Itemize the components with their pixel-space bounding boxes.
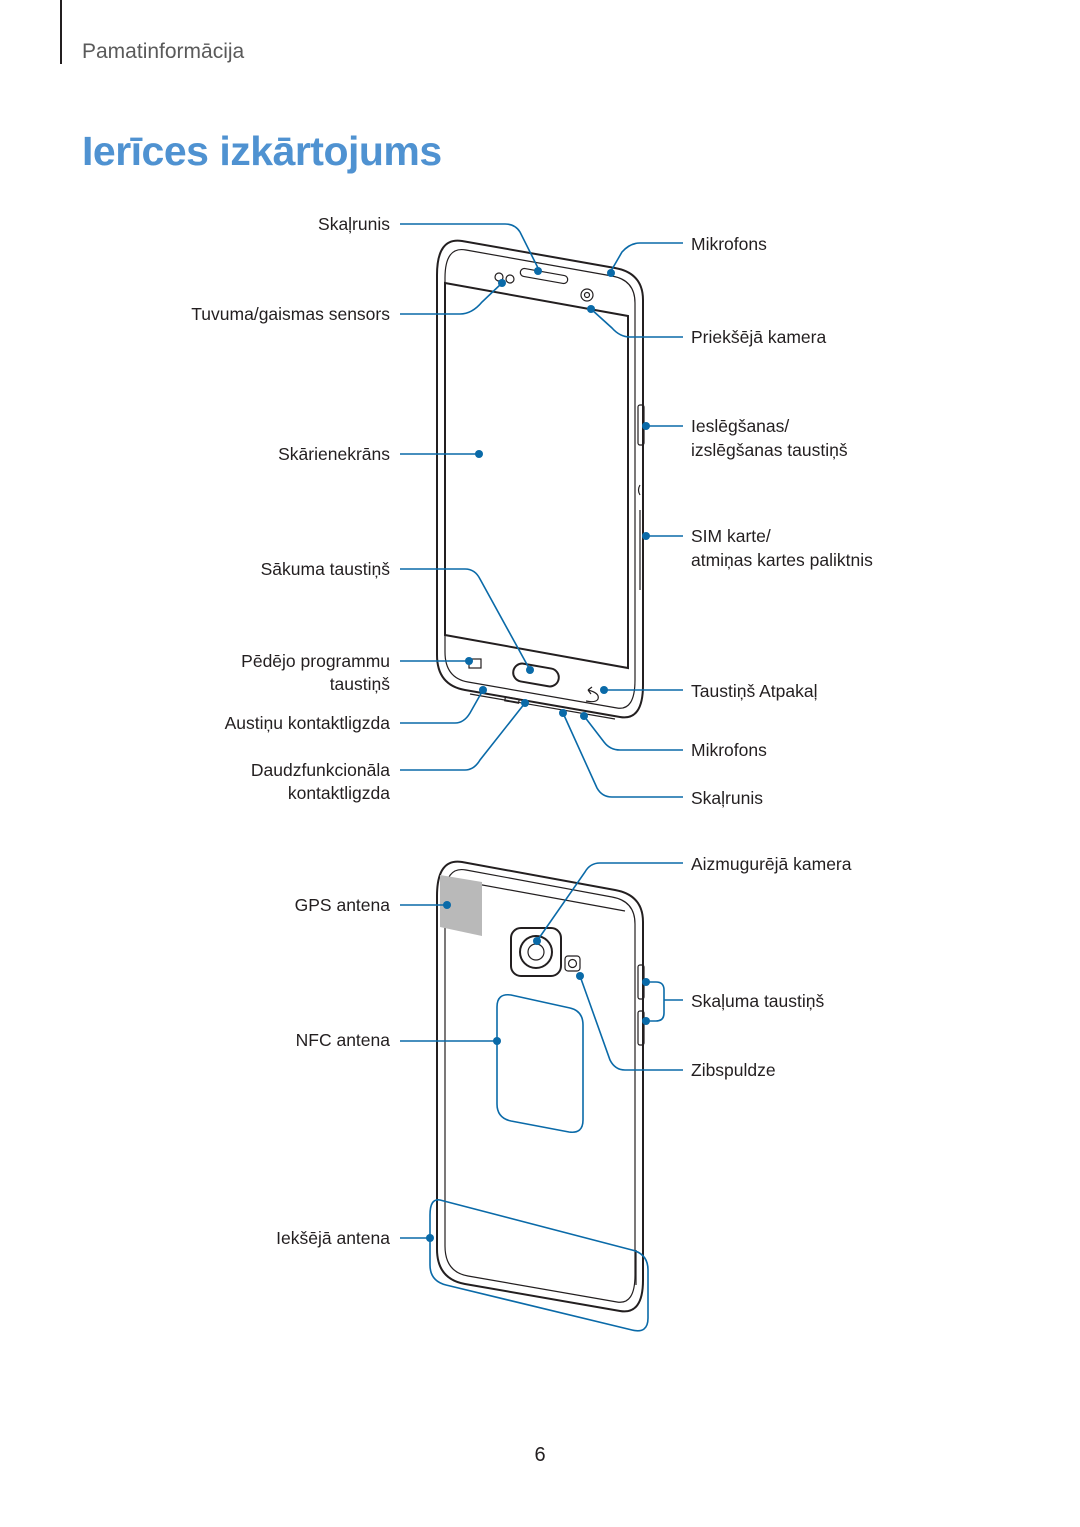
label-power-key-line2: izslēgšanas taustiņš <box>691 440 848 460</box>
label-mic-bottom: Mikrofons <box>691 740 767 760</box>
label-gps-antenna: GPS antena <box>294 895 390 915</box>
label-multipurpose-line1: Daudzfunkcionāla <box>250 760 390 780</box>
label-multipurpose-line2: kontaktligzda <box>287 783 390 803</box>
section-title: Pamatinformācija <box>82 40 245 63</box>
label-proximity-sensor: Tuvuma/gaismas sensors <box>191 304 390 324</box>
label-touchscreen: Skārienekrāns <box>278 444 390 464</box>
label-sim-tray-line1: SIM karte/ <box>691 526 771 546</box>
front-camera-lens <box>580 288 594 302</box>
label-earphone-jack: Austiņu kontaktligzda <box>224 713 390 733</box>
back-callouts <box>400 862 683 1332</box>
rear-camera-housing <box>510 927 562 977</box>
label-back-key: Taustiņš Atpakaļ <box>691 681 818 701</box>
label-speaker-top: Skaļrunis <box>318 214 390 234</box>
label-mic-top: Mikrofons <box>691 234 767 254</box>
main-antenna-area <box>429 1198 649 1332</box>
label-speaker-bottom: Skaļrunis <box>691 788 763 808</box>
label-main-antenna: Iekšējā antena <box>276 1228 390 1248</box>
nfc-antenna-area <box>496 993 584 1134</box>
label-nfc-antenna: NFC antena <box>295 1030 390 1050</box>
header-rule <box>60 0 62 64</box>
label-sim-tray-line2: atmiņas kartes paliktnis <box>691 550 873 570</box>
label-flash: Zibspuldze <box>691 1060 776 1080</box>
label-recent-apps-line2: taustiņš <box>329 674 390 694</box>
label-power-key-line1: Ieslēgšanas/ <box>691 416 790 436</box>
earpiece-grille <box>519 267 569 285</box>
home-key <box>512 662 560 688</box>
gps-antenna-area <box>440 875 482 936</box>
page-number: 6 <box>534 1444 546 1466</box>
front-callouts-right <box>559 242 683 798</box>
front-callouts-left <box>400 223 542 771</box>
volume-down-key <box>637 1010 645 1046</box>
label-volume-key: Skaļuma taustiņš <box>691 991 825 1011</box>
back-phone <box>436 860 645 1313</box>
label-recent-apps-line1: Pēdējo programmu <box>241 651 390 671</box>
front-phone <box>436 239 645 720</box>
flash-unit <box>564 955 581 972</box>
back-key-icon <box>585 686 599 703</box>
touchscreen-panel <box>444 281 629 670</box>
label-front-camera: Priekšējā kamera <box>691 327 827 347</box>
label-home-key: Sākuma taustiņš <box>260 559 390 579</box>
page-title: Ierīces izkārtojums <box>82 128 442 174</box>
label-rear-camera: Aizmugurējā kamera <box>691 854 852 874</box>
